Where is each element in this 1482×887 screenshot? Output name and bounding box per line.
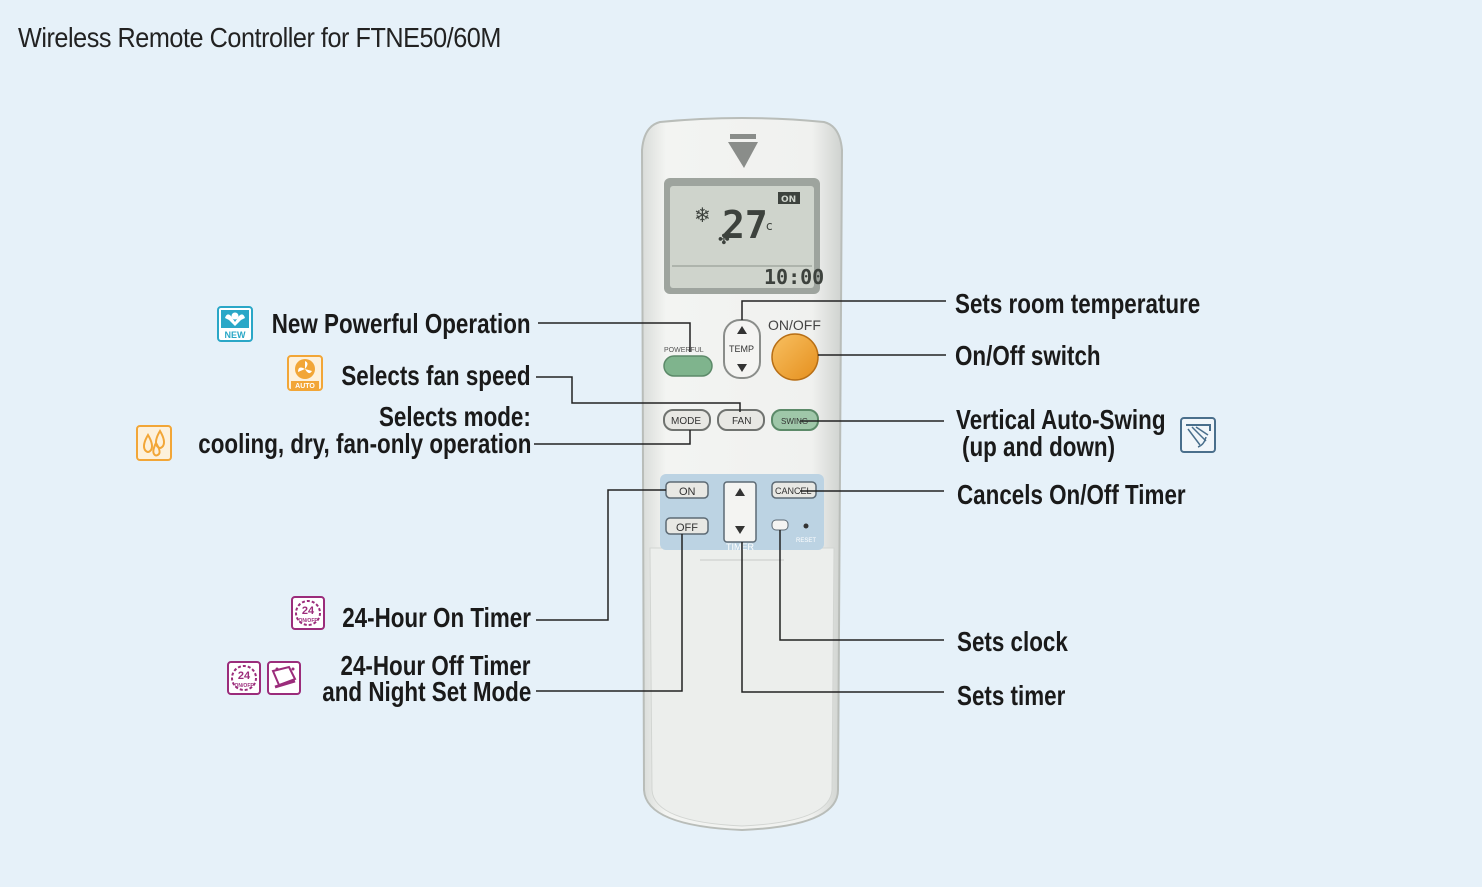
temp-rocker[interactable]: TEMP xyxy=(723,319,761,379)
label-sets-timer: Sets timer xyxy=(957,680,1066,711)
svg-text:24: 24 xyxy=(238,670,251,682)
svg-text:24: 24 xyxy=(302,605,315,617)
leader-mode xyxy=(534,430,691,445)
svg-text:MODE: MODE xyxy=(671,416,701,427)
fan-button[interactable]: FAN xyxy=(717,409,765,431)
label-powerful: New Powerful Operation xyxy=(272,308,531,339)
leader-fan xyxy=(536,376,741,412)
mode-drops-icon xyxy=(136,425,172,461)
lcd-unit: c xyxy=(766,219,773,233)
mode-button[interactable]: MODE xyxy=(663,409,711,431)
leader-powerful xyxy=(538,322,691,352)
svg-text:ON/OFF: ON/OFF xyxy=(299,618,318,624)
leader-timer xyxy=(741,542,944,693)
clock-button[interactable] xyxy=(771,519,789,531)
svg-text:ON: ON xyxy=(679,486,696,498)
label-off-timer: 24-Hour Off Timer xyxy=(340,650,531,681)
leader-on-timer xyxy=(536,489,666,621)
label-mode-title: Selects mode: xyxy=(379,401,531,432)
label-onoff-switch: On/Off switch xyxy=(955,340,1101,371)
brand-logo xyxy=(728,134,758,168)
powerful-icon: NEW xyxy=(217,306,253,342)
leader-room-temp xyxy=(741,300,946,320)
swing-icon xyxy=(1180,417,1216,453)
page-title: Wireless Remote Controller for FTNE50/60… xyxy=(18,22,501,53)
lcd-on-indicator: ON xyxy=(781,195,796,205)
swing-button[interactable]: SWING xyxy=(771,409,819,431)
leader-lines xyxy=(534,300,946,693)
label-mode-detail: cooling, dry, fan-only operation xyxy=(197,428,531,459)
svg-text:TIMER: TIMER xyxy=(726,542,754,552)
label-swing-detail: (up and down) xyxy=(962,431,1116,462)
svg-text:CANCEL: CANCEL xyxy=(775,486,812,496)
label-room-temp: Sets room temperature xyxy=(955,288,1201,319)
on-timer-24h-icon: 24 ON/OFF xyxy=(291,596,325,630)
svg-text:ON/OFF: ON/OFF xyxy=(235,683,254,689)
label-swing: Vertical Auto-Swing xyxy=(956,404,1166,435)
leader-off-timer xyxy=(536,534,683,692)
fan-auto-icon: AUTO xyxy=(287,355,323,391)
lcd-fan-icon: ✤ xyxy=(718,232,730,248)
svg-text:POWERFUL: POWERFUL xyxy=(664,347,704,354)
powerful-button[interactable]: POWERFUL xyxy=(663,347,713,377)
lcd-snowflake-icon: ❄ xyxy=(694,203,711,227)
label-cancel-timer: Cancels On/Off Timer xyxy=(957,479,1186,510)
lcd-clock: 10:00 xyxy=(764,265,824,289)
label-fan-speed: Selects fan speed xyxy=(341,360,531,391)
label-night-set: and Night Set Mode xyxy=(321,676,531,707)
leader-clock xyxy=(779,530,944,641)
svg-text:ON/OFF: ON/OFF xyxy=(768,317,821,333)
onoff-button[interactable]: ON/OFF xyxy=(768,317,821,381)
svg-text:OFF: OFF xyxy=(676,522,698,534)
reset-button[interactable]: RESET xyxy=(796,523,816,545)
timer-rocker[interactable]: TIMER xyxy=(723,481,757,552)
label-sets-clock: Sets clock xyxy=(957,626,1068,657)
lcd-temperature: 27 xyxy=(722,203,768,247)
night-set-icon xyxy=(267,661,301,695)
timer-off-button[interactable]: OFF xyxy=(665,517,709,535)
svg-text:FAN: FAN xyxy=(732,416,751,427)
lcd-display: ❄ 27 c ON ✤ 10:00 xyxy=(664,178,824,294)
svg-text:RESET: RESET xyxy=(796,538,816,544)
label-on-timer: 24-Hour On Timer xyxy=(342,602,531,633)
off-timer-24h-icon: 24 ON/OFF xyxy=(227,661,261,695)
timer-on-button[interactable]: ON xyxy=(665,481,709,499)
svg-text:SWING: SWING xyxy=(781,417,808,426)
svg-text:NEW: NEW xyxy=(225,330,247,340)
cancel-button[interactable]: CANCEL xyxy=(771,481,817,499)
svg-text:TEMP: TEMP xyxy=(729,344,754,354)
svg-text:AUTO: AUTO xyxy=(295,383,315,390)
